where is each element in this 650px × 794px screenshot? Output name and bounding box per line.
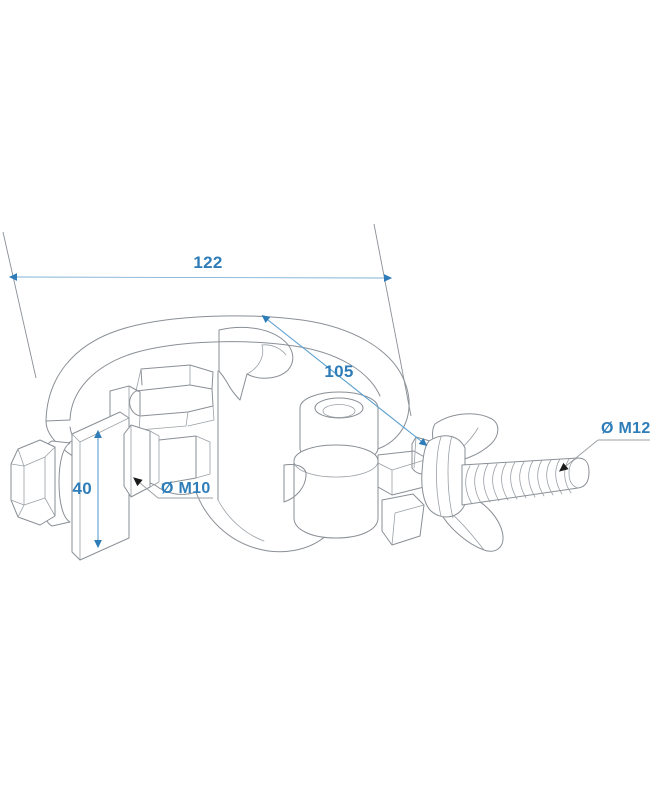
extension-line-left — [2, 231, 37, 379]
thread-hatching — [465, 458, 572, 505]
hex-nut — [10, 439, 56, 526]
plate-bolt-head — [123, 424, 160, 498]
roller-wedge — [283, 464, 307, 503]
plate-tab — [109, 385, 141, 419]
right-link-arm — [377, 450, 429, 546]
roller-barrel — [293, 444, 379, 539]
dimension-jaw-span: 105 — [261, 314, 428, 447]
callout-bolt-m10: Ø M10 — [133, 477, 213, 499]
threaded-bolt — [461, 457, 590, 506]
body-rear-wall — [217, 370, 265, 542]
dimension-value-105: 105 — [324, 362, 353, 381]
callout-label-m12: Ø M12 — [601, 420, 650, 437]
wing-nut — [421, 413, 504, 552]
body-top-slot — [129, 384, 215, 431]
callout-bolt-m12: Ø M12 — [559, 420, 650, 472]
dimension-plate-height: 40 — [72, 429, 102, 549]
leader-line-m10 — [133, 477, 159, 499]
leader-line-m12 — [559, 439, 599, 472]
body-rail-slot — [135, 364, 214, 392]
callout-label-m10: Ø M10 — [161, 480, 211, 497]
body-lower-lip — [158, 435, 211, 485]
dimension-line-122 — [8, 273, 393, 282]
dimension-value-40: 40 — [72, 479, 92, 498]
dimension-value-122: 122 — [193, 253, 222, 272]
dimension-line-105 — [261, 314, 428, 447]
